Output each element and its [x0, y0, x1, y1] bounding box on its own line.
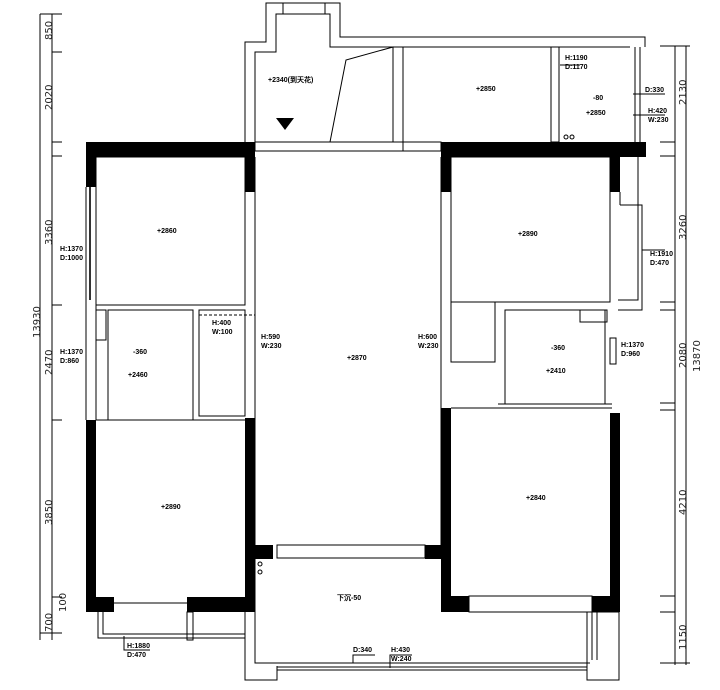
label-left-bedroom-top: +2860	[157, 228, 177, 235]
dim-left-0: 850	[44, 21, 55, 40]
wall-beam	[441, 142, 646, 157]
dim-right-total: 13870	[692, 340, 703, 372]
opening-o3-h: H:420	[648, 108, 667, 115]
dim-left-2: 3360	[44, 220, 55, 245]
dim-right-2: 2080	[678, 343, 689, 368]
opening-o7-w: W:230	[261, 343, 282, 350]
opening-o6-h: H:400	[212, 320, 231, 327]
dim-right-0: 2130	[678, 80, 689, 105]
entry-arrow-icon	[276, 118, 294, 130]
dim-left-6: 700	[44, 613, 55, 632]
dim-left-total: 13930	[32, 306, 43, 338]
label-left-bath-a: -360	[133, 349, 147, 356]
opening-o8-w: W:230	[418, 343, 439, 350]
label-balcony: 下沉-50	[337, 593, 361, 602]
wall-beam	[86, 142, 255, 157]
opening-labels: H:1190 D:1170 D:330 H:420 W:230 H:1370 D…	[60, 55, 673, 663]
label-left-bedroom-bottom: +2890	[161, 504, 181, 511]
opening-o9-h: H:1370	[60, 349, 83, 356]
dim-left-4: 3850	[44, 500, 55, 525]
opening-o5-h: H:1910	[650, 251, 673, 258]
opening-o5-d: D:470	[650, 260, 669, 267]
label-right-bath-b: +2410	[546, 368, 566, 375]
right-dimension-chain: 2130 3260 2080 4210 1150 13870	[660, 45, 703, 665]
opening-o8-h: H:600	[418, 334, 437, 341]
opening-o1-d: D:1170	[565, 64, 588, 71]
label-top-right-a: -80	[593, 95, 603, 102]
opening-o13-h: H:430	[391, 647, 410, 654]
opening-o4-h: H:1370	[60, 246, 83, 253]
label-right-bath-a: -360	[551, 345, 565, 352]
opening-o9-d: D:860	[60, 358, 79, 365]
opening-o11-d: D:470	[127, 652, 146, 659]
opening-o1-h: H:1190	[565, 55, 588, 62]
dim-right-3: 4210	[678, 490, 689, 515]
balcony	[244, 558, 620, 681]
opening-o10-d: D:960	[621, 351, 640, 358]
opening-o13-w: W:240	[391, 656, 412, 663]
label-living: +2870	[347, 355, 367, 362]
dim-left-5: 100	[58, 593, 69, 612]
opening-o10-h: H:1370	[621, 342, 644, 349]
room-labels: +2340(到天花) +2850 -80 +2850 +2860 +2890 +…	[128, 75, 606, 602]
opening-o3-w: W:230	[648, 117, 669, 124]
label-left-bath-b: +2460	[128, 372, 148, 379]
dim-right-4: 1150	[678, 625, 689, 650]
right-rooms	[441, 156, 665, 613]
opening-o4-d: D:1000	[60, 255, 83, 262]
opening-o12: D:340	[353, 647, 372, 654]
left-rooms	[85, 156, 256, 651]
dim-right-1: 3260	[678, 215, 689, 240]
label-right-bedroom-top: +2890	[518, 231, 538, 238]
label-top-right-b: +2850	[586, 110, 606, 117]
opening-o2: D:330	[645, 87, 664, 94]
dim-left-3: 2470	[44, 350, 55, 375]
living-area	[255, 157, 452, 575]
opening-o11-h: H:1880	[127, 643, 150, 650]
opening-o7-h: H:590	[261, 334, 280, 341]
label-stair: +2340(到天花)	[268, 75, 313, 84]
opening-o6-w: W:100	[212, 329, 233, 336]
dim-left-1: 2020	[44, 85, 55, 110]
label-top-room: +2850	[476, 86, 496, 93]
label-right-bedroom-bottom: +2840	[526, 495, 546, 502]
left-dimension-chain: 850 2020 3360 2470 3850 100 700 13930	[32, 13, 69, 640]
